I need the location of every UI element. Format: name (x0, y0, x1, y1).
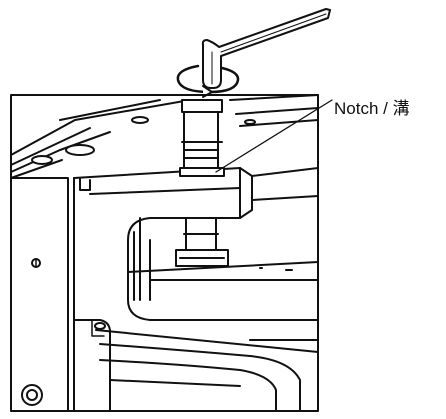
machine-body (10, 94, 319, 412)
detail-frame (10, 94, 319, 412)
callout-leader-line (215, 99, 333, 173)
hex-key-icon (201, 8, 331, 89)
notch-callout-label: Notch / 溝 (334, 99, 410, 118)
